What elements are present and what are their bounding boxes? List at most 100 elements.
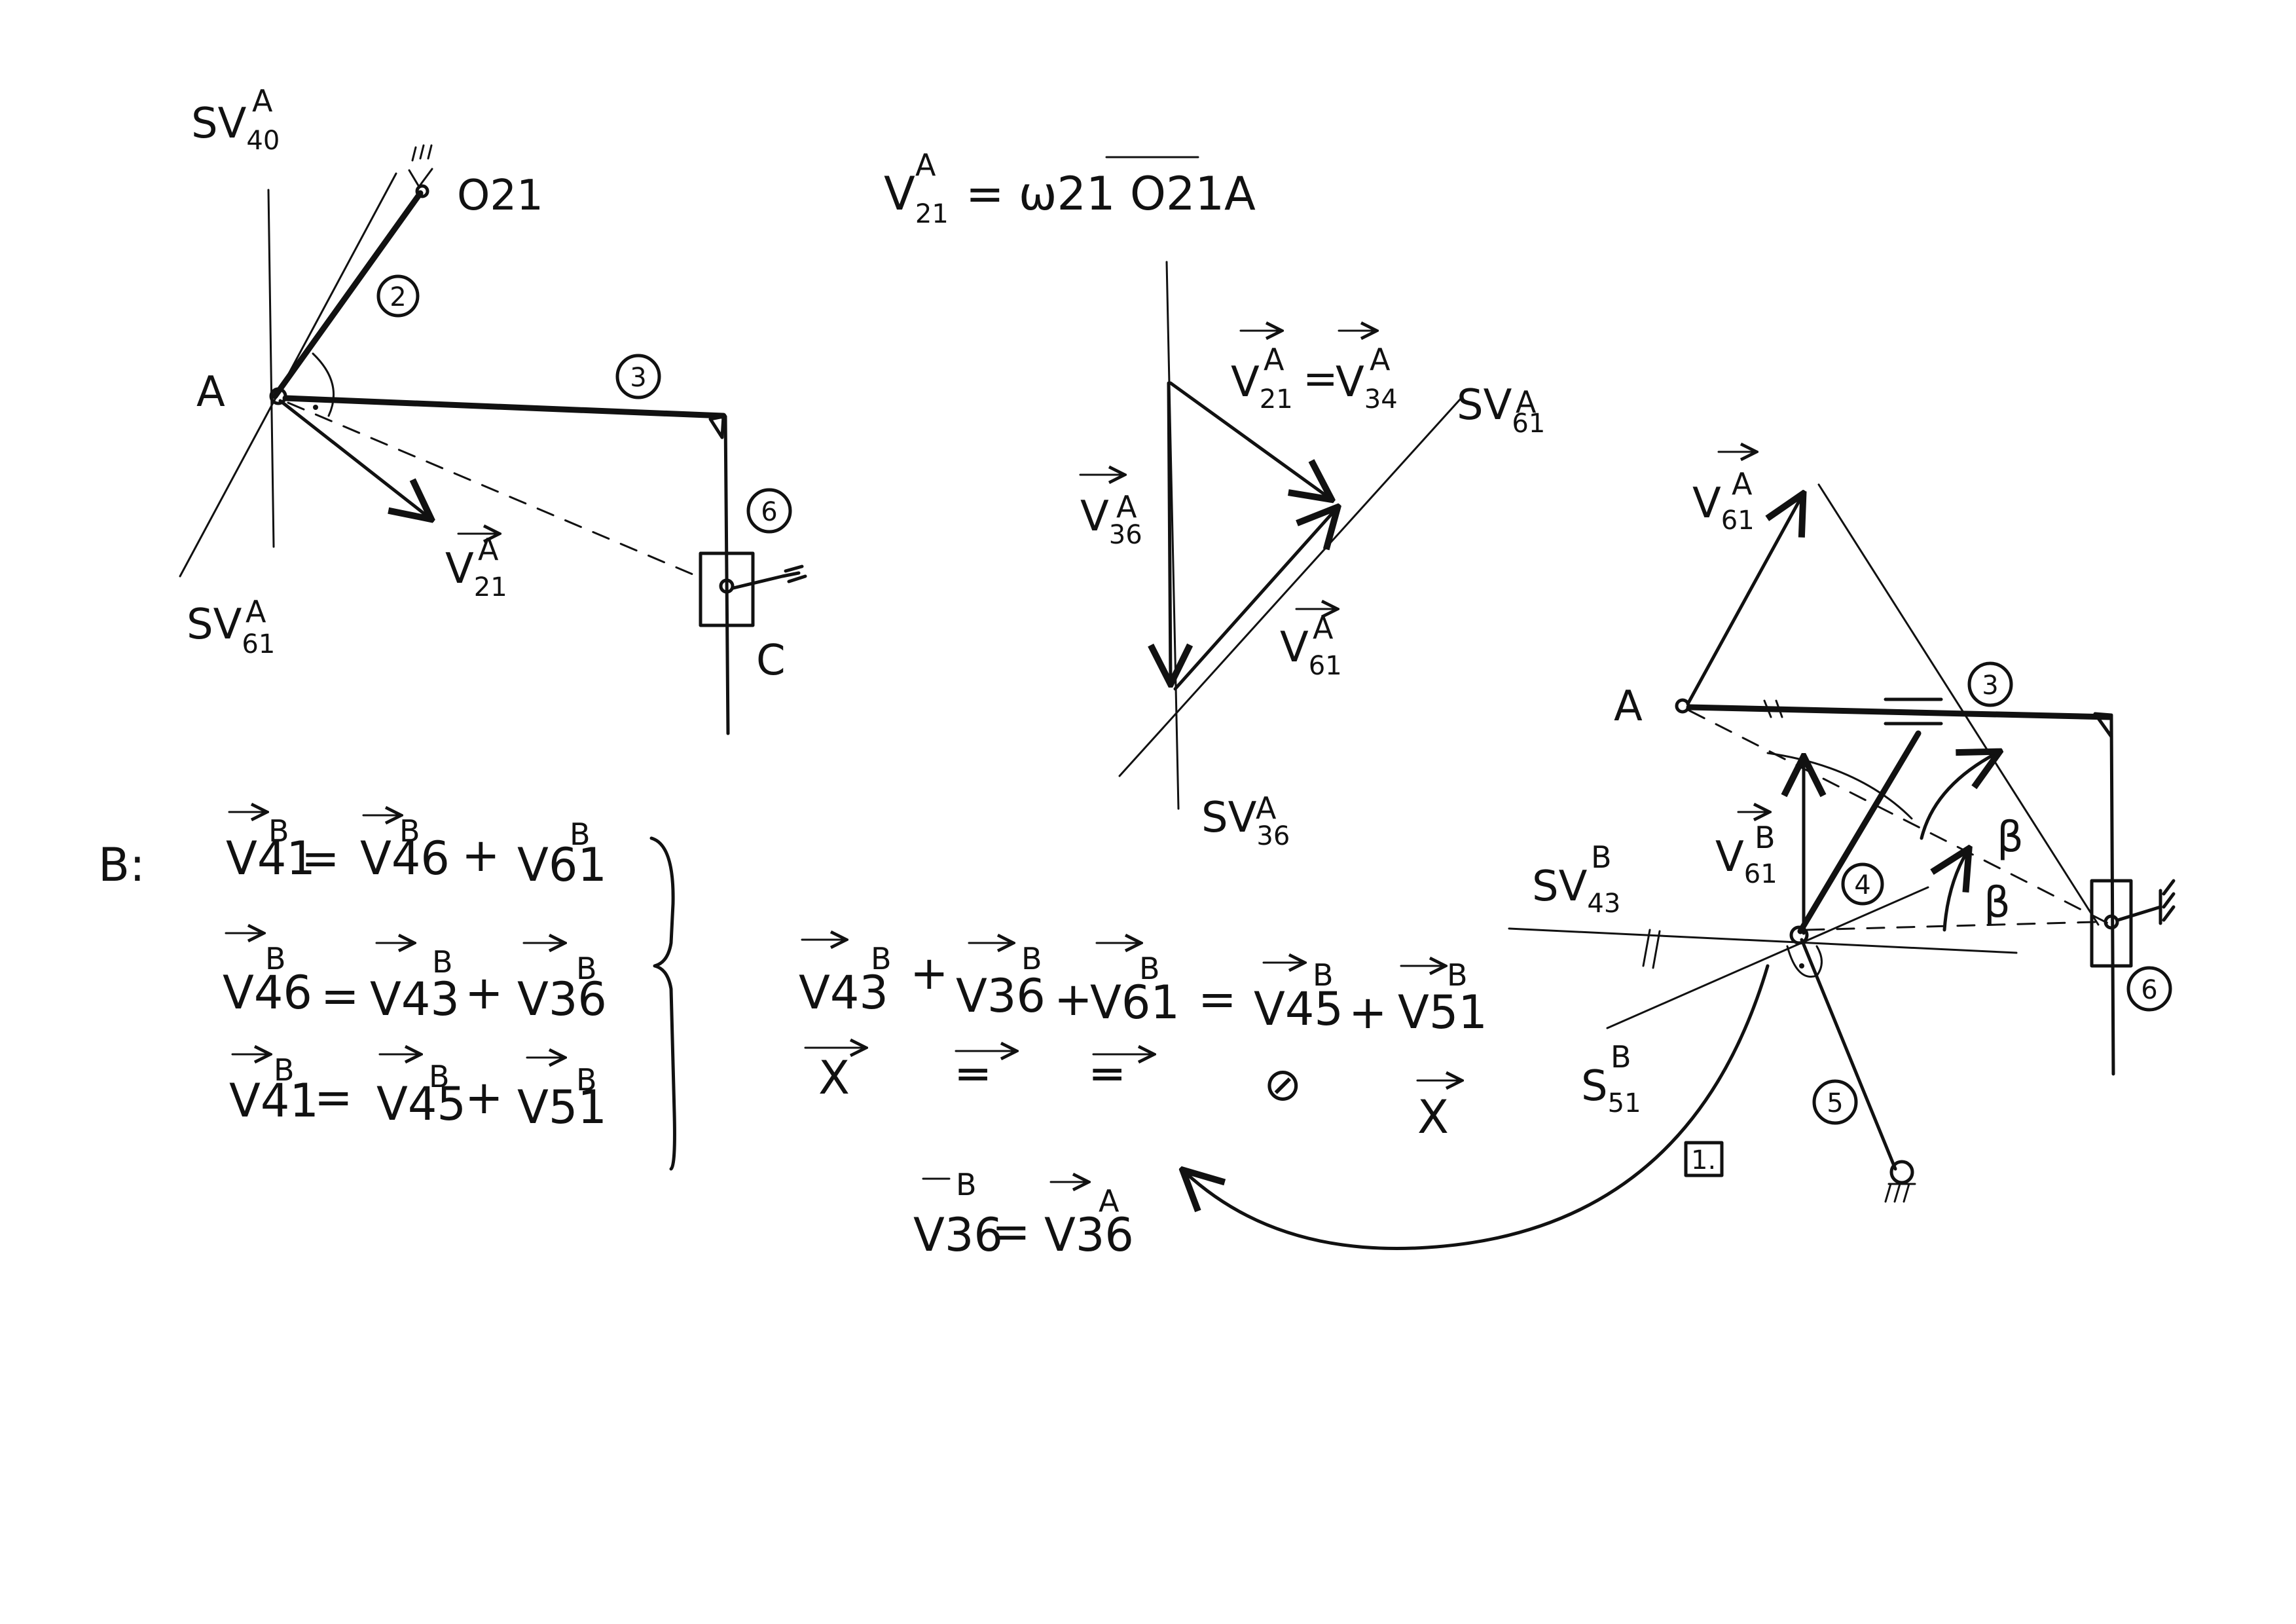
sv40-sup: A (252, 83, 273, 119)
s2-member-5-tag: 5 (1827, 1088, 1843, 1118)
v21-sup: A (478, 532, 499, 567)
s2-v61b-sup: B (1755, 820, 1776, 855)
row3-lhs: V41 (229, 1074, 319, 1128)
member-3-circle-2 (1967, 661, 2013, 707)
link-4 (1797, 730, 1922, 934)
right-angle-dot (313, 405, 318, 410)
sv36-label: SV36 (1201, 794, 1290, 851)
ground-5-icon (1884, 1183, 1916, 1203)
sv61-label: SV61 (187, 600, 275, 659)
v61-label: V61 (1280, 623, 1342, 681)
link-5 (1800, 938, 1897, 1171)
ce-v45-sup: B (1313, 957, 1334, 993)
member-3-circle (615, 354, 661, 399)
link-3 (282, 395, 727, 419)
row2-t1: V43 (370, 972, 460, 1026)
row1-t2-sup: B (570, 817, 591, 852)
sv43-line (1508, 927, 2018, 954)
system-row-1: V41 B = V46 B + V61 B (226, 812, 607, 892)
v61a-arrow (1686, 496, 1802, 706)
tick-1 (1763, 699, 1772, 718)
te-rhs-sup: A (1099, 1183, 1120, 1219)
row1-lhs: V41 (226, 832, 316, 885)
ce-mark-3: ═ (1093, 1048, 1121, 1101)
ce-mark-2: ═ (958, 1048, 987, 1101)
sv36-sup: A (1256, 790, 1277, 826)
slider-6-ground-icon (731, 564, 807, 590)
row2-t2: V36 (517, 972, 607, 1026)
row1-t1: V46 (360, 832, 450, 885)
ce-mark-x1: X (818, 1051, 850, 1105)
link-2 (272, 190, 424, 399)
beta-arc-2 (1944, 851, 1967, 932)
row1-equals: = (301, 832, 340, 885)
ce-v36-sup: B (1021, 941, 1042, 976)
ce-v51-sup: B (1447, 957, 1468, 993)
sv43-tick-2 (1652, 930, 1661, 969)
te-lhs: V36 (913, 1208, 1003, 1262)
mechanism-sketch-2: V61 A A 3 V61 B SV43 B 4 β β 6 S51 B 5 1… (1508, 452, 2176, 1203)
sv51-line (1606, 886, 1929, 1029)
o21-pivot (415, 184, 429, 198)
system-row-3: V41 B = V45 B + V51 B (229, 1052, 607, 1134)
right-angle-arc (312, 352, 335, 417)
row2-lhs-sup: B (265, 941, 286, 976)
o21-label: O21 (457, 172, 543, 220)
eq-v34-sup: A (1370, 342, 1391, 377)
a-to-c-dashed-2 (1688, 709, 2109, 925)
ce-v61-sup: B (1139, 951, 1160, 986)
slider-6-block-2 (2090, 879, 2133, 968)
te-equals: = (992, 1205, 1030, 1259)
beta-arc-1 (1920, 753, 1997, 840)
ce-v43-sup: B (871, 941, 892, 976)
s2-v61b-label: V61 (1715, 833, 1777, 889)
ce-equals: = (1198, 972, 1237, 1026)
formula-lhs: V21 (884, 167, 949, 229)
s2-sv43-label: SV43 (1532, 862, 1620, 919)
eq-v21: V21 (1231, 358, 1293, 415)
v21-arrow (278, 399, 429, 517)
s2-v61a-sup: A (1732, 466, 1753, 502)
slider-6-pin-2 (2104, 914, 2119, 930)
system-brace (649, 836, 676, 1171)
v21-label: V21 (445, 545, 507, 602)
velocity-triangle-a: V21 A = V34 A SV61 A V36 A V61 A SV36 A (1079, 261, 1545, 851)
member-6-circle-2 (2126, 966, 2172, 1012)
member-4-circle (1841, 862, 1884, 906)
ce-plus-1: + (910, 946, 949, 1000)
sv61-guide (1118, 398, 1461, 777)
row1-op: + (462, 828, 500, 882)
row3-t1: V45 (376, 1077, 466, 1131)
member-6-tag: 6 (761, 497, 777, 527)
link-3-sketch2 (1686, 704, 2113, 720)
row2-t2-sup: B (576, 951, 597, 986)
formula-rhs: = ω21 O21A (966, 167, 1256, 221)
member-2-tag: 2 (390, 282, 406, 312)
right-angle-dot-b (1799, 963, 1804, 969)
slider-6-block (699, 551, 755, 627)
link-3-vertical (723, 415, 730, 735)
sv43-tick-1 (1642, 929, 1651, 967)
row3-t1-sup: B (429, 1059, 450, 1094)
ce-mark-4: ⊘ (1264, 1058, 1302, 1111)
sv61-sup: A (246, 594, 266, 629)
s2-beta-2: β (1984, 879, 2011, 927)
eq-v21-sup: A (1264, 342, 1285, 377)
combined-equation: V43 B + V36 B + V61 B = V45 B + V51 B X … (799, 940, 1487, 1144)
point-b-label: B: (98, 838, 145, 892)
te-lhs-sup: B (956, 1167, 977, 1202)
point-a-label-1: A (196, 368, 225, 416)
row3-equals: = (314, 1071, 353, 1124)
row3-op: + (465, 1071, 503, 1124)
ground-5-pivot (1889, 1160, 1914, 1185)
v36-sup: A (1116, 489, 1137, 525)
row2-t1-sup: B (432, 944, 453, 980)
ce-plus-3: + (1349, 986, 1387, 1039)
system-row-2: V46 B = V43 B + V36 B (223, 933, 607, 1026)
vel-polygon-diagonal (1817, 483, 2100, 926)
row2-equals: = (321, 969, 359, 1023)
mechanism-sketch-1: SV40 A O21 2 A 3 6 C V21 A SV61 A (179, 83, 807, 735)
link-3-corner (708, 415, 725, 439)
